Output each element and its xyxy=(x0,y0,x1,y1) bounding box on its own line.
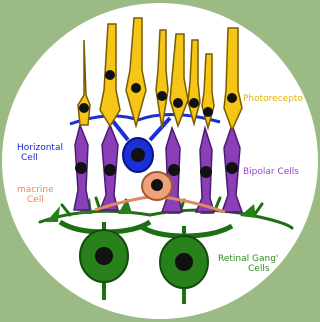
horizontal-cell-label: Horizontal Cell xyxy=(17,143,63,163)
nucleus xyxy=(131,148,145,162)
amacrine-cell-label-line1: macrine xyxy=(17,185,54,195)
nucleus xyxy=(95,247,113,265)
ganglion-cells-label: Retinal Gang' Cells xyxy=(218,254,278,274)
ganglion-cells-label-line2: Cells xyxy=(218,264,278,274)
nucleus xyxy=(151,179,163,191)
ganglion-cells-label-line1: Retinal Gang' xyxy=(218,254,278,264)
nucleus xyxy=(175,253,193,271)
amacrine-cell-label-line2: Cell xyxy=(17,195,54,205)
horizontal-cell-label-line1: Horizontal xyxy=(17,143,63,153)
photoreceptors-label: Photorecepto xyxy=(243,94,314,104)
amacrine-cell-label: macrine Cell xyxy=(17,185,54,205)
horizontal-cell-label-line2: Cell xyxy=(17,153,63,163)
bipolar-cells-label: Bipolar Cells xyxy=(243,167,299,177)
